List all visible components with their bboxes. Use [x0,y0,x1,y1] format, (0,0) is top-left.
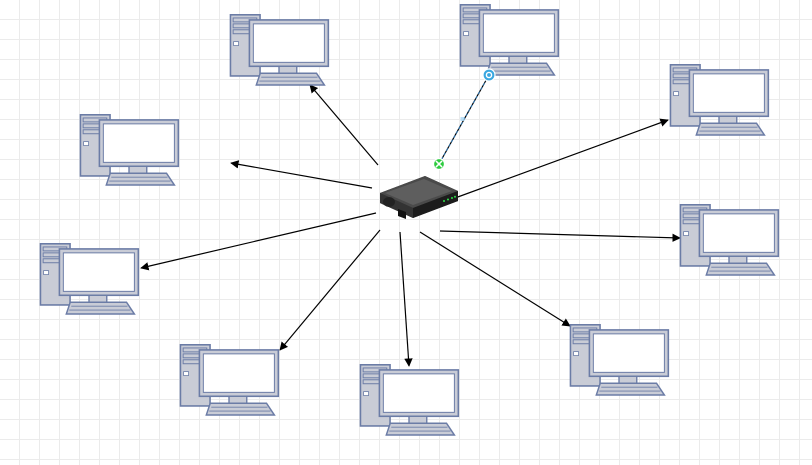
connector-start-handle[interactable] [432,157,446,171]
router-icon[interactable] [380,176,458,219]
connector-to-bottom-computer[interactable] [399,231,413,367]
computer-right[interactable] [679,204,780,276]
computer-left[interactable] [79,114,180,186]
connector-to-top-left-computer[interactable] [309,84,379,166]
computer-lower-left[interactable] [39,243,140,315]
connector-to-lower-left-computer[interactable] [140,212,377,271]
computer-top-right[interactable] [669,64,770,136]
computer-bottom-left[interactable] [179,344,280,416]
connector-midpoint-handle[interactable] [460,117,465,121]
connector-to-bottom-left-computer[interactable] [279,229,381,351]
connector-to-bottom-right-computer[interactable] [419,231,571,327]
connector-to-left-computer[interactable] [230,160,373,189]
computer-top-left[interactable] [229,14,330,86]
connector-end-handle[interactable] [482,68,496,82]
computer-top[interactable] [459,4,560,76]
computer-bottom-right[interactable] [569,324,670,396]
connectors [140,74,681,367]
computers [39,4,780,436]
connector-to-top-right-computer[interactable] [454,118,669,199]
connector-to-right-computer[interactable] [439,230,681,242]
computer-bottom[interactable] [359,364,460,436]
